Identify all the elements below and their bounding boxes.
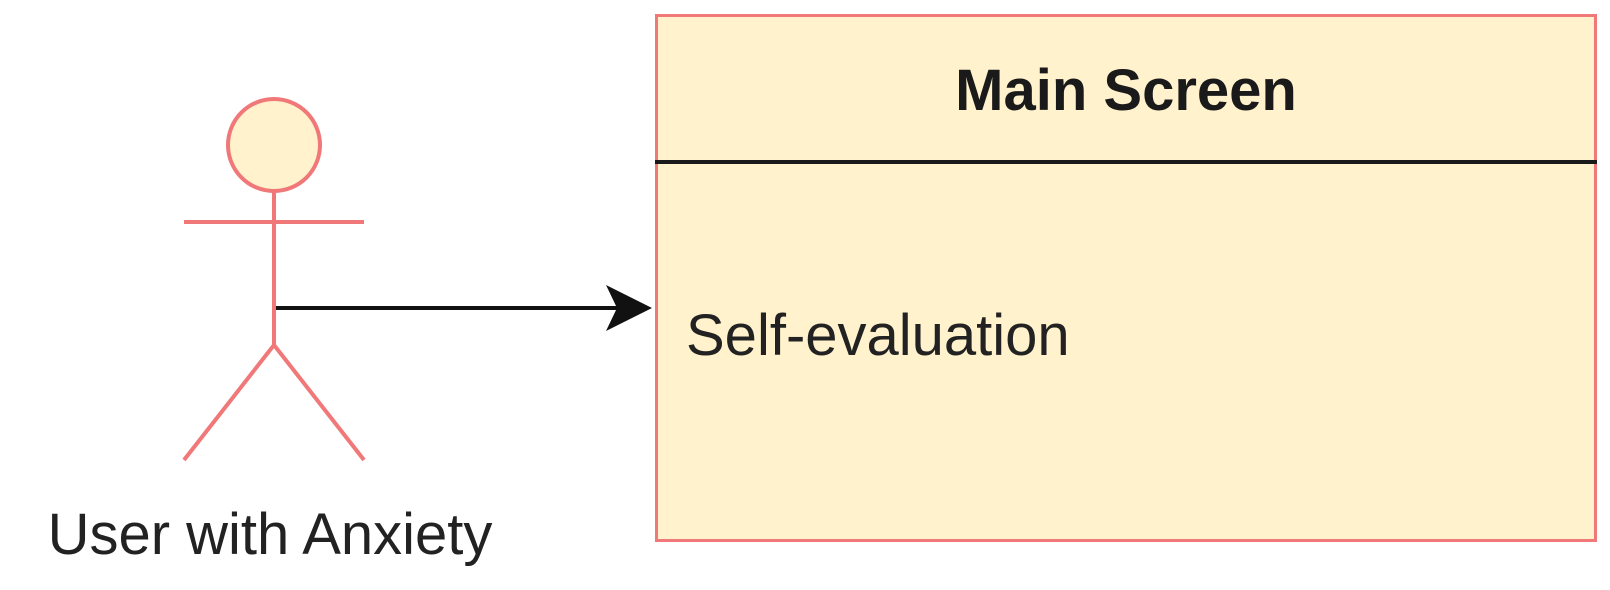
class-title: Main Screen	[955, 57, 1297, 123]
main-screen-class-box[interactable]: Main Screen Self-evaluation	[655, 14, 1597, 542]
actor-label: User with Anxiety	[47, 502, 493, 567]
class-member-self-evaluation[interactable]: Self-evaluation	[686, 303, 1070, 368]
class-divider	[655, 160, 1597, 164]
actor-right-leg	[272, 343, 366, 462]
actor-figure[interactable]	[182, 97, 366, 462]
arrow-head	[606, 285, 652, 331]
actor-left-leg	[182, 343, 276, 462]
actor-head	[226, 97, 322, 193]
association-arrow[interactable]	[276, 285, 652, 331]
